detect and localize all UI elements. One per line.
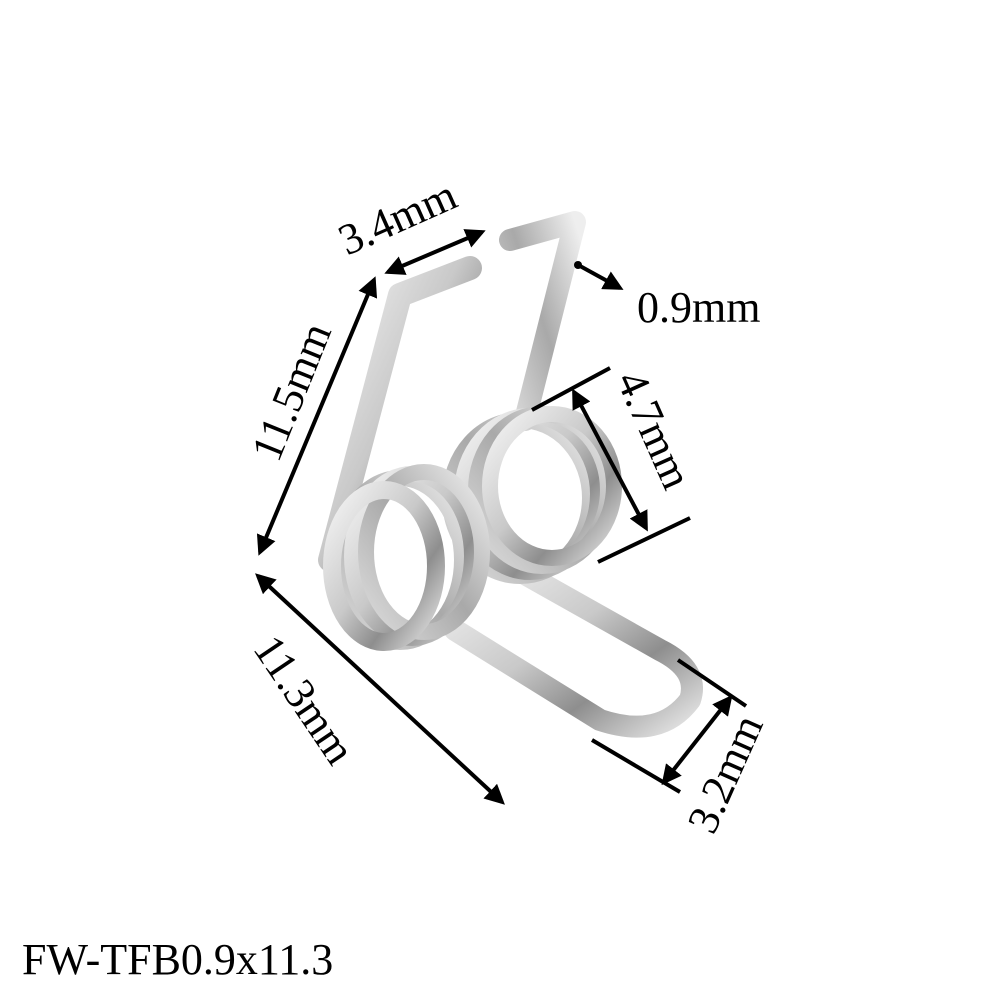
dimension-arrow-coil-height (572, 388, 648, 532)
spring-bottom-loop (444, 549, 703, 738)
dimension-label-wire-diameter: 0.9mm (637, 283, 761, 332)
dimension-arrow-wire-diameter (579, 264, 624, 290)
dimension-extension-coil-bottom (597, 516, 691, 564)
dimension-arrow-loop-width (661, 694, 733, 786)
dimension-arrow-wire-gap (384, 229, 486, 275)
dimension-extension-loop-top (676, 658, 748, 708)
dimension-extension-loop-bottom (590, 738, 682, 794)
dimension-arrow-leg-height (256, 276, 378, 556)
dimension-dot-wire-diameter (574, 261, 582, 269)
dimension-annotations (255, 229, 748, 805)
dimension-arrow-overall-length (255, 573, 505, 805)
product-model-code: FW-TFB0.9x11.3 (22, 935, 334, 984)
dimension-extension-coil-top (531, 366, 611, 412)
spring-coil-left (323, 464, 490, 651)
spring-back-leg (499, 211, 586, 431)
